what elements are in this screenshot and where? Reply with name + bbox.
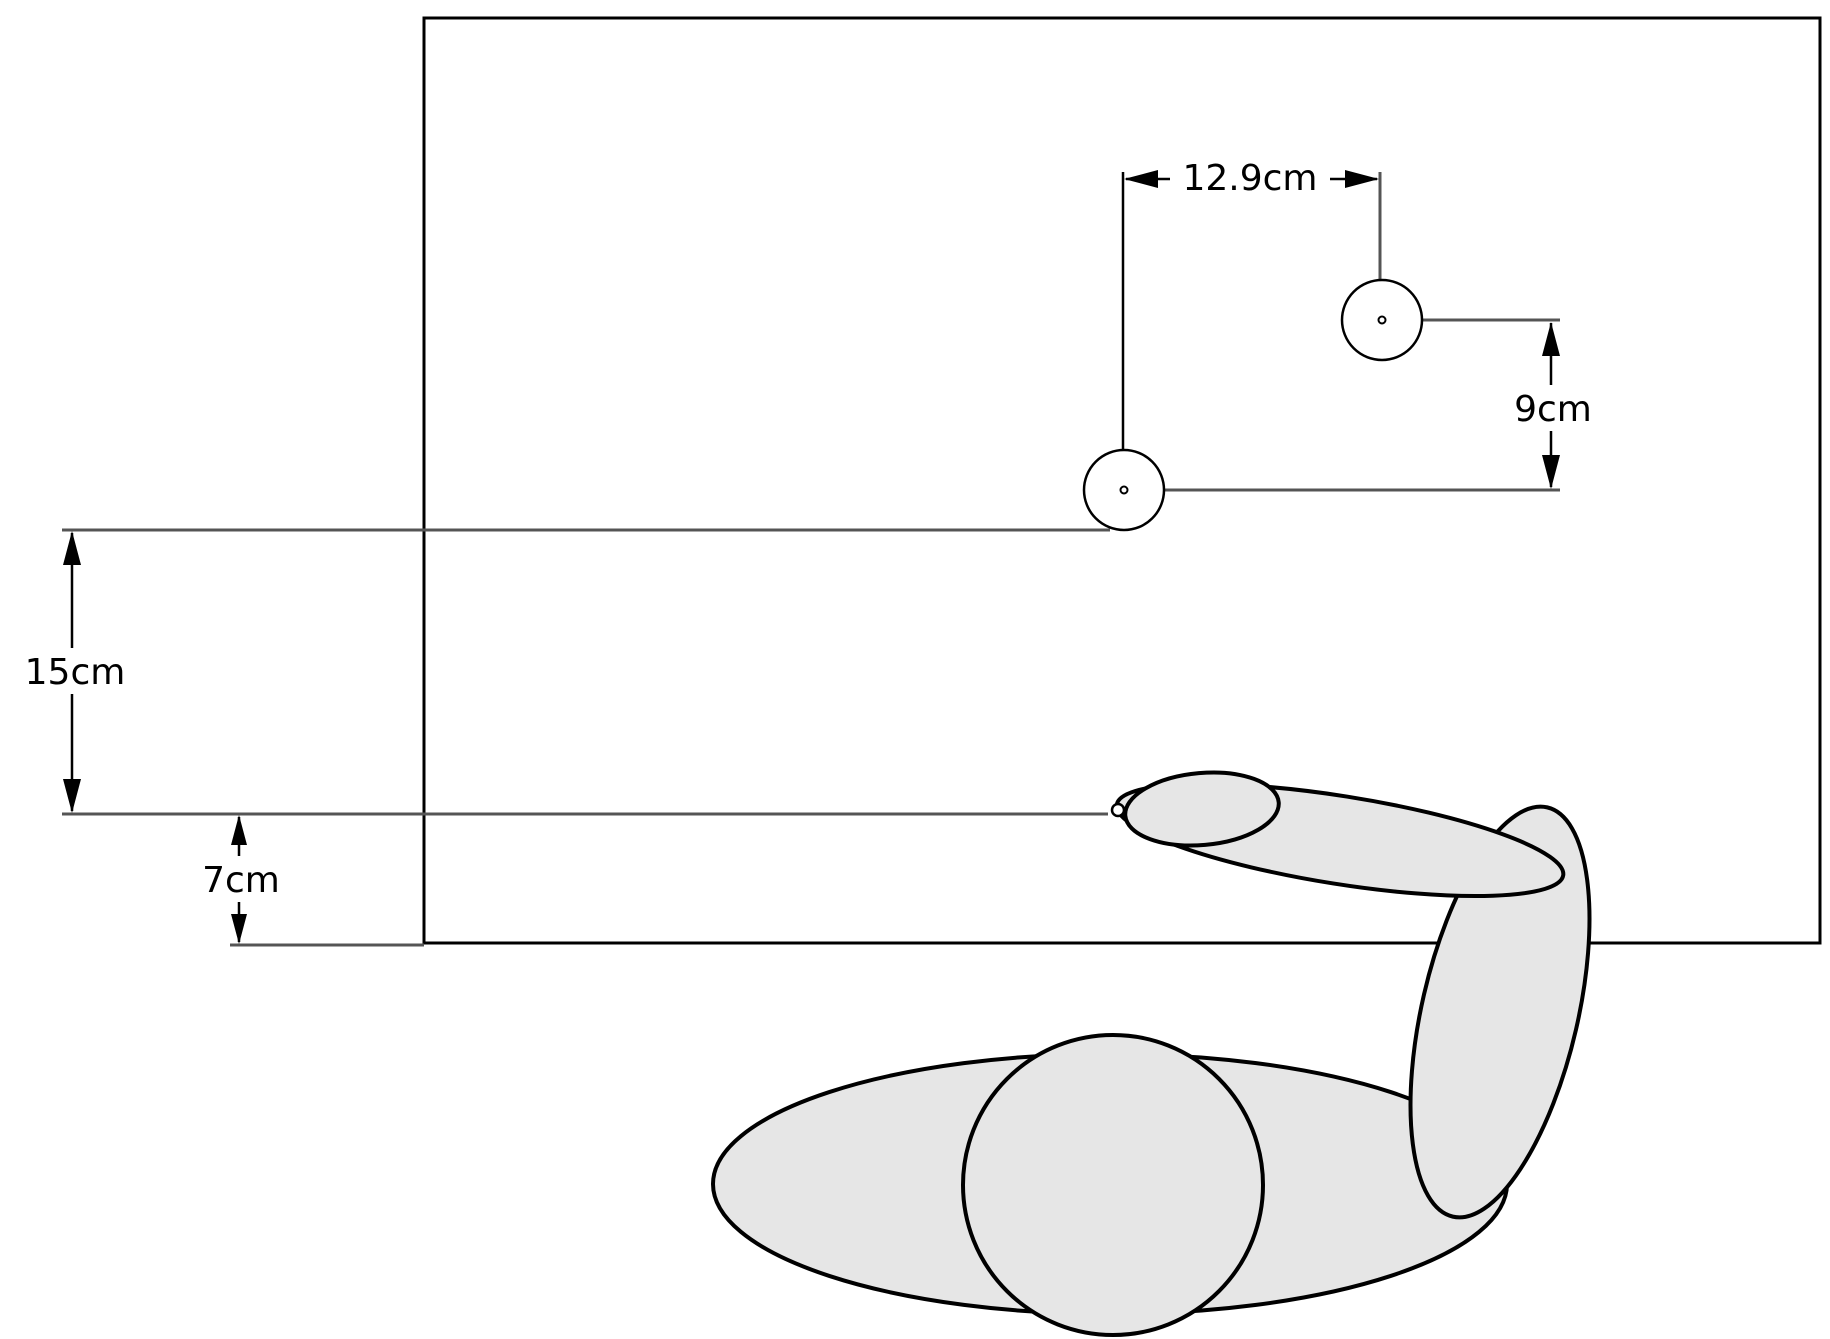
- head: [961, 1033, 1265, 1337]
- target-lower-left: [1082, 448, 1166, 532]
- arrowhead-left: [1124, 170, 1158, 188]
- arrowhead-right: [1345, 170, 1379, 188]
- label-9cm: 9cm: [1514, 389, 1592, 430]
- dimension-horizontal-12-9cm: 12.9cm: [1121, 155, 1382, 450]
- arrowhead-up-7cm: [231, 815, 247, 845]
- dimension-vertical-7cm: 7cm: [196, 815, 424, 947]
- label-15cm: 15cm: [25, 652, 126, 693]
- participant-figure: [711, 770, 1592, 1337]
- table-workspace: [422, 16, 1822, 945]
- label-12-9cm: 12.9cm: [1182, 158, 1317, 199]
- arrowhead-down-7cm: [231, 914, 247, 944]
- dimension-vertical-15cm: 15cm: [18, 528, 1110, 816]
- target-upper-right: [1340, 278, 1424, 362]
- fingertip-marker: [1110, 802, 1126, 818]
- hand: [1123, 770, 1281, 848]
- label-7cm: 7cm: [202, 860, 280, 901]
- dimension-vertical-9cm: 9cm: [1162, 318, 1600, 492]
- upper-arm: [1408, 804, 1592, 1220]
- arrowhead-down-15cm: [63, 779, 81, 813]
- arrowhead-up: [1542, 322, 1560, 356]
- arrowhead-down: [1542, 455, 1560, 489]
- arrowhead-up-15cm: [63, 531, 81, 565]
